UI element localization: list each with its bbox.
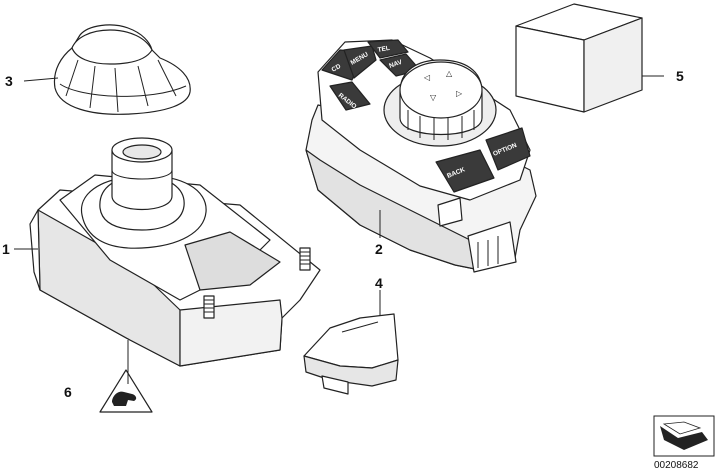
part-2-idrive-controller: CD MENU TEL RADIO NAV BACK OPTION ◁ △ ▷ …: [305, 39, 537, 273]
svg-text:◁: ◁: [423, 73, 430, 82]
callout-2: 2: [375, 241, 383, 257]
callout-6: 6: [64, 384, 72, 400]
svg-text:△: △: [446, 69, 453, 78]
callout-1: 1: [2, 241, 10, 257]
part-1-controller-housing: [29, 137, 321, 367]
document-number: 00208682: [654, 460, 699, 471]
part-4-clip-bracket: [303, 313, 399, 395]
section-arrow-icon: [653, 415, 715, 457]
svg-text:▽: ▽: [430, 93, 437, 102]
callout-5: 5: [676, 68, 684, 84]
part-3-knob-cap: [53, 24, 191, 115]
callout-4: 4: [375, 275, 383, 291]
svg-text:▷: ▷: [456, 89, 463, 98]
cd-button-label: CD: [331, 63, 343, 74]
part-6-warning-triangle-hand: [99, 369, 153, 413]
callout-3: 3: [5, 73, 13, 89]
part-5-box-block: [515, 3, 643, 113]
nav-button-label: NAV: [388, 59, 403, 70]
leader-lines: [14, 75, 664, 384]
tel-button-label: TEL: [377, 45, 390, 54]
